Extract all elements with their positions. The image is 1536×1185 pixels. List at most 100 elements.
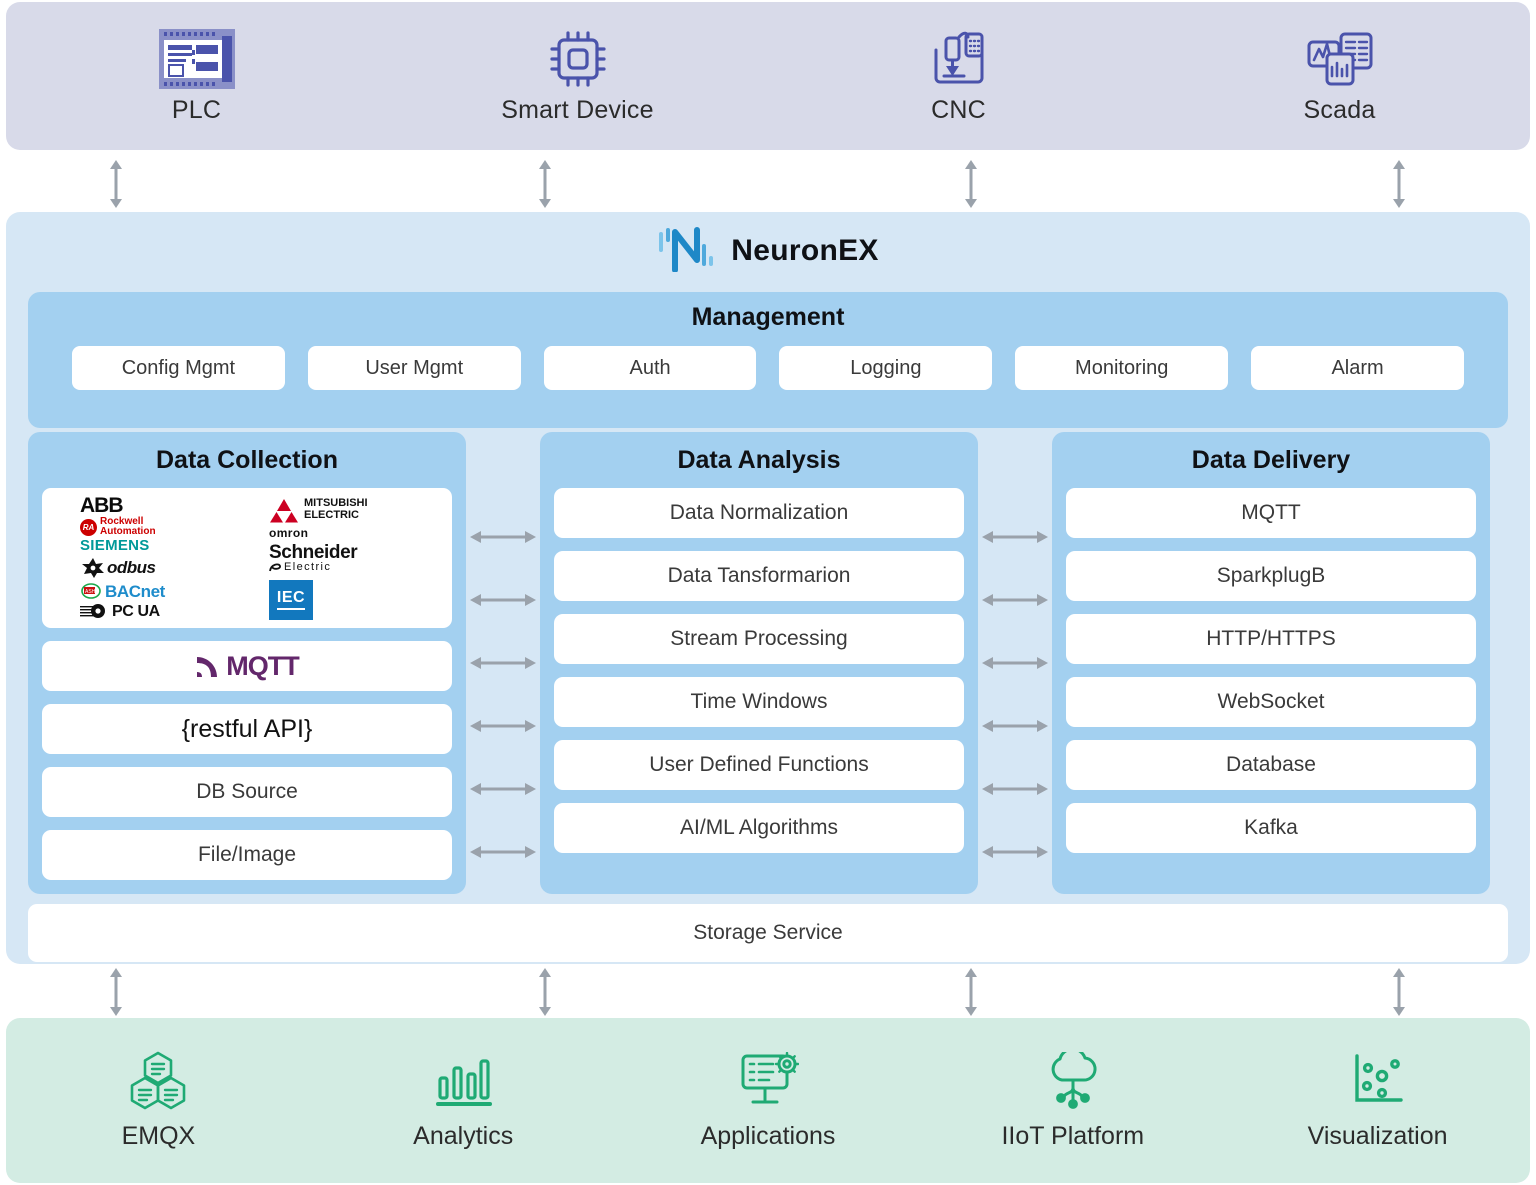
schneider-swoosh-icon bbox=[269, 562, 282, 573]
sink-visualization[interactable]: Visualization bbox=[1225, 1050, 1530, 1151]
mqtt-source-card[interactable]: MQTT bbox=[42, 641, 452, 691]
opc-ua-mark-icon bbox=[80, 603, 110, 621]
data-delivery-item-sparkplugb[interactable]: SparkplugB bbox=[1066, 551, 1476, 601]
data-delivery-title: Data Delivery bbox=[1066, 446, 1476, 475]
data-delivery-item-http-https[interactable]: HTTP/HTTPS bbox=[1066, 614, 1476, 664]
bar-chart-icon bbox=[434, 1050, 492, 1112]
management-title: Management bbox=[28, 303, 1508, 332]
management-item-user-mgmt[interactable]: User Mgmt bbox=[308, 346, 521, 390]
data-analysis-item-data-normalization[interactable]: Data Normalization bbox=[554, 488, 964, 538]
connector-arrow-scada bbox=[1388, 160, 1410, 208]
arrows-analysis-to-delivery bbox=[978, 432, 1052, 894]
opc-ua-text: PC UA bbox=[112, 603, 160, 621]
sink-label: IIoT Platform bbox=[1001, 1122, 1144, 1151]
management-item-logging[interactable]: Logging bbox=[779, 346, 992, 390]
data-analysis-item-time-windows[interactable]: Time Windows bbox=[554, 677, 964, 727]
schneider-line2: Electric bbox=[284, 562, 331, 573]
sink-label: Visualization bbox=[1308, 1122, 1448, 1151]
rockwell-badge-icon: RA bbox=[80, 519, 97, 536]
cloud-tree-icon bbox=[1042, 1050, 1104, 1112]
data-analysis-item-ai-ml-algorithms[interactable]: AI/ML Algorithms bbox=[554, 803, 964, 853]
monitor-gear-icon bbox=[737, 1050, 799, 1112]
mitsubishi-line2: ELECTRIC bbox=[304, 510, 368, 522]
device-smart-device[interactable]: Smart Device bbox=[387, 28, 768, 125]
connector-arrow-plc bbox=[105, 160, 127, 208]
data-analysis-item-user-defined-functions[interactable]: User Defined Functions bbox=[554, 740, 964, 790]
bacnet-mark-icon: ASH bbox=[80, 583, 102, 601]
rockwell-line2: Automation bbox=[100, 527, 156, 537]
scada-dashboard-icon bbox=[1305, 28, 1375, 90]
restful-api-card[interactable]: {restful API} bbox=[42, 704, 452, 754]
rockwell-automation-logo: RA Rockwell Automation bbox=[80, 517, 156, 537]
data-collection-panel: Data Collection ABB RA Rockwell Automati… bbox=[28, 432, 466, 894]
neuronex-logo-icon bbox=[657, 226, 715, 277]
device-sources-band: PLC Smart Device bbox=[6, 2, 1530, 150]
data-analysis-panel: Data Analysis Data Normalization Data Ta… bbox=[540, 432, 978, 894]
connector-arrow-analytics bbox=[534, 968, 556, 1016]
bacnet-logo: ASH BACnet bbox=[80, 582, 165, 602]
device-label: PLC bbox=[172, 96, 221, 125]
pipeline-columns: Data Collection ABB RA Rockwell Automati… bbox=[28, 432, 1508, 894]
device-plc[interactable]: PLC bbox=[6, 28, 387, 125]
data-analysis-item-data-transformation[interactable]: Data Tansformarion bbox=[554, 551, 964, 601]
schneider-line1: Schneider bbox=[269, 543, 357, 562]
device-cnc[interactable]: CNC bbox=[768, 28, 1149, 125]
data-delivery-item-websocket[interactable]: WebSocket bbox=[1066, 677, 1476, 727]
cnc-machine-icon bbox=[926, 28, 992, 90]
management-panel: Management Config Mgmt User Mgmt Auth Lo… bbox=[28, 292, 1508, 428]
device-label: CNC bbox=[931, 96, 986, 125]
device-scada[interactable]: Scada bbox=[1149, 28, 1530, 125]
iec-text: IEC bbox=[277, 589, 305, 610]
sink-emqx[interactable]: EMQX bbox=[6, 1050, 311, 1151]
data-delivery-item-kafka[interactable]: Kafka bbox=[1066, 803, 1476, 853]
mqtt-signal-icon bbox=[195, 653, 223, 679]
chip-icon bbox=[547, 28, 609, 90]
data-collection-item-file-image[interactable]: File/Image bbox=[42, 830, 452, 880]
connector-arrow-smart-device bbox=[534, 160, 556, 208]
sink-label: Applications bbox=[701, 1122, 836, 1151]
sink-iiot-platform[interactable]: IIoT Platform bbox=[920, 1050, 1225, 1151]
connector-arrow-visualization bbox=[1388, 968, 1410, 1016]
neuronex-title: NeuronEX bbox=[731, 234, 878, 268]
omron-logo: omron bbox=[269, 526, 308, 540]
schneider-electric-logo: Schneider Electric bbox=[269, 543, 357, 573]
abb-logo: ABB bbox=[80, 495, 123, 516]
mitsubishi-line1: MITSUBISHI bbox=[304, 498, 368, 510]
storage-service-bar[interactable]: Storage Service bbox=[28, 904, 1508, 962]
modbus-logo: odbus bbox=[80, 557, 156, 579]
mitsubishi-electric-logo: MITSUBISHI ELECTRIC bbox=[269, 497, 368, 523]
connector-arrow-cnc bbox=[960, 160, 982, 208]
connector-arrow-iiot-platform bbox=[960, 968, 982, 1016]
data-delivery-item-database[interactable]: Database bbox=[1066, 740, 1476, 790]
data-collection-item-db-source[interactable]: DB Source bbox=[42, 767, 452, 817]
sink-label: Analytics bbox=[413, 1122, 513, 1151]
mqtt-text: MQTT bbox=[226, 651, 298, 682]
bacnet-text: BACnet bbox=[105, 582, 165, 602]
data-delivery-panel: Data Delivery MQTT SparkplugB HTTP/HTTPS… bbox=[1052, 432, 1490, 894]
management-items: Config Mgmt User Mgmt Auth Logging Monit… bbox=[28, 346, 1508, 390]
data-delivery-item-mqtt[interactable]: MQTT bbox=[1066, 488, 1476, 538]
svg-text:ASH: ASH bbox=[85, 589, 96, 595]
device-label: Smart Device bbox=[501, 96, 653, 125]
hexagon-cluster-icon bbox=[127, 1050, 189, 1112]
mitsubishi-diamond-icon bbox=[269, 497, 299, 523]
management-item-monitoring[interactable]: Monitoring bbox=[1015, 346, 1228, 390]
management-item-auth[interactable]: Auth bbox=[544, 346, 757, 390]
sink-analytics[interactable]: Analytics bbox=[311, 1050, 616, 1151]
management-item-alarm[interactable]: Alarm bbox=[1251, 346, 1464, 390]
downstream-consumers-band: EMQX Analytics bbox=[6, 1018, 1530, 1183]
opc-ua-logo: PC UA bbox=[80, 603, 160, 621]
management-item-config-mgmt[interactable]: Config Mgmt bbox=[72, 346, 285, 390]
data-collection-title: Data Collection bbox=[42, 446, 452, 475]
data-analysis-item-stream-processing[interactable]: Stream Processing bbox=[554, 614, 964, 664]
sink-applications[interactable]: Applications bbox=[616, 1050, 921, 1151]
plc-icon bbox=[158, 28, 236, 90]
sink-label: EMQX bbox=[122, 1122, 196, 1151]
siemens-logo: SIEMENS bbox=[80, 538, 150, 555]
modbus-text: odbus bbox=[107, 558, 156, 578]
modbus-star-icon bbox=[80, 557, 106, 579]
iec-logo: IEC bbox=[269, 580, 313, 620]
connector-arrow-emqx bbox=[105, 968, 127, 1016]
data-analysis-title: Data Analysis bbox=[554, 446, 964, 475]
